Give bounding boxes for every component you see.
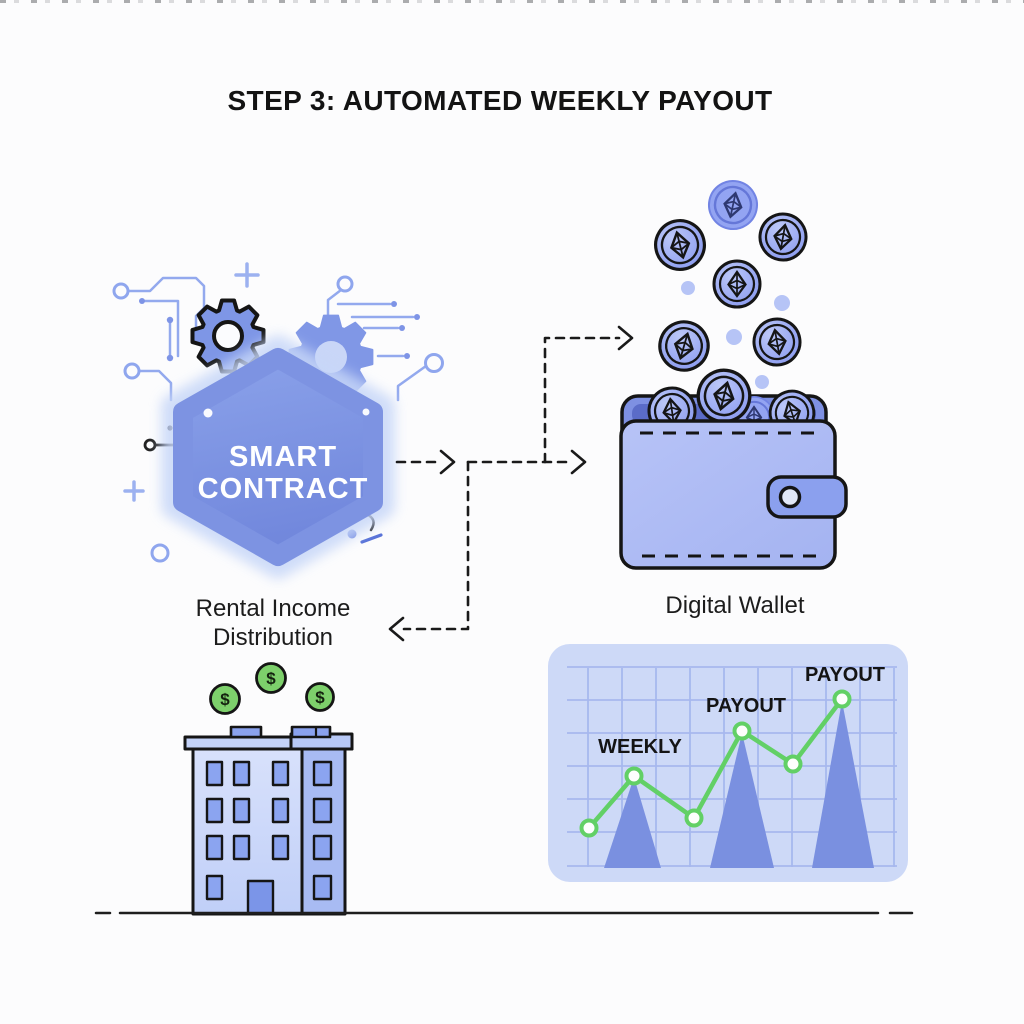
dollar-symbol: $ [266,669,276,688]
hexagon-dot-right [362,408,370,416]
arrowhead-right-icon [439,449,456,475]
plus-marks-icon [123,262,260,502]
building-door [246,879,275,916]
rental-caption-line1: Rental Income [196,595,351,622]
digital-wallet [619,365,848,570]
falling-eth-coins [650,177,809,389]
dollar-symbol: $ [220,690,230,709]
roof-box [290,725,332,739]
wallet-button-icon [778,485,802,509]
rental-caption-line2: Distribution [213,624,333,651]
arrowhead-left-icon [388,616,405,642]
wallet-caption: Digital Wallet [665,592,804,619]
flow-arrows [388,325,634,642]
dollar-coin-icon [305,682,335,712]
circuit-nodes-icon [139,298,420,362]
roof-box [229,725,263,739]
dollar-coin-icon [209,683,241,715]
cropped-edge-artifact [0,0,1024,3]
smart-contract-label-line2: CONTRACT [198,473,369,505]
circuit-terminals-icon [112,275,444,563]
hexagon-dot-left [203,408,213,418]
arrow-to-coins [543,336,621,464]
arrowhead-right-icon [617,325,634,351]
arrowhead-right-icon [570,449,587,475]
payout-chart: WEEKLY PAYOUT PAYOUT [548,644,908,882]
peak-triangle [710,733,774,868]
apartment-building-icon [183,725,354,916]
eth-coin-icon [650,215,709,274]
trend-markers [579,689,852,838]
peak-triangle [604,777,661,868]
eth-coin-icon [714,261,760,307]
chart-weekly-label: WEEKLY [598,736,682,758]
dollar-coins: $ $ $ [209,662,335,715]
arrow-to-rental [402,460,470,631]
coin-trail-dots [681,281,790,389]
page-title: STEP 3: AUTOMATED WEEKLY PAYOUT [227,85,772,116]
chart-peaks [604,701,874,868]
dollar-symbol: $ [315,688,325,707]
smart-contract-label-line1: SMART [229,441,337,473]
trend-line [586,696,845,831]
chart-payout-label-top: PAYOUT [805,664,885,686]
peak-triangle [812,701,874,868]
gear-outlined-hole [212,320,244,352]
dollar-coin-icon [255,662,287,694]
eth-coin-icon [756,210,809,263]
chart-payout-label-mid: PAYOUT [706,695,786,717]
eth-coin-icon [654,316,714,376]
smart-contract-hexagon [173,348,383,566]
building-windows [205,760,333,901]
eth-coin-soft-icon [705,177,762,234]
eth-coin-icon [750,315,803,368]
